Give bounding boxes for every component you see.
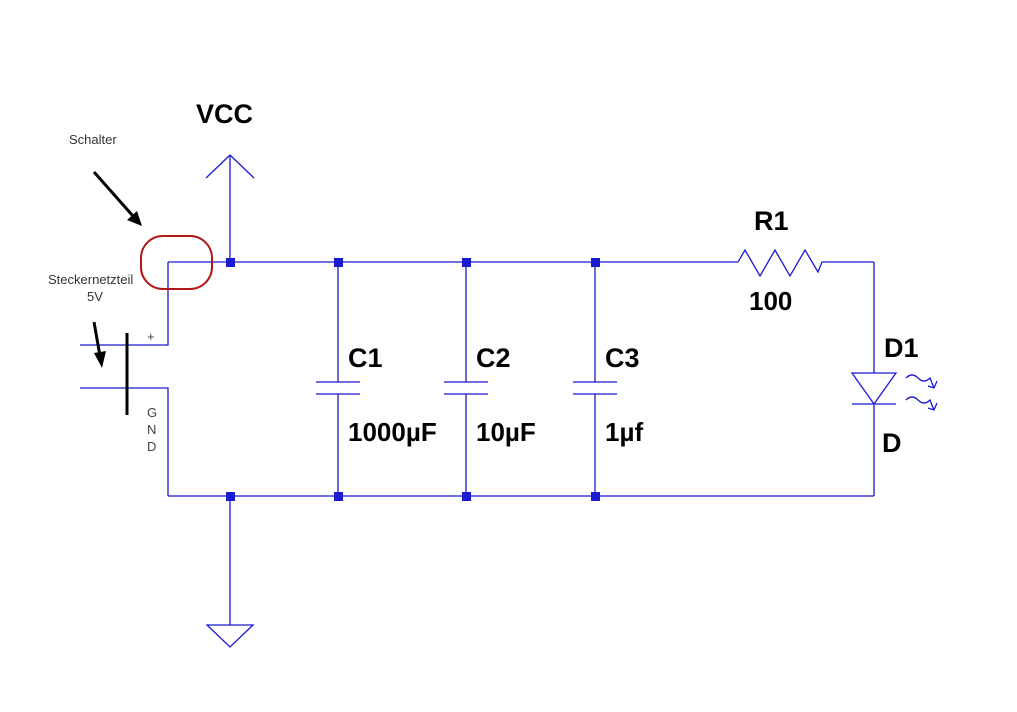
arrow-icon [92, 171, 142, 226]
junction-dots [226, 258, 600, 501]
psu-plus-label: + [147, 329, 155, 344]
psu-name: Steckernetzteil [48, 272, 133, 287]
junction-dot [462, 258, 471, 267]
c2-value: 10µF [476, 417, 536, 447]
capacitor-icon [573, 262, 617, 496]
psu-voltage: 5V [87, 289, 103, 304]
gnd-letter-d: D [147, 439, 156, 454]
vcc-arrow-icon [205, 154, 255, 262]
vcc-label: VCC [196, 99, 253, 129]
gnd-letter-n: N [147, 422, 156, 437]
c3-ref: C3 [605, 343, 640, 373]
resistor-icon [737, 248, 874, 278]
c1-ref: C1 [348, 343, 383, 373]
c3-value: 1µf [605, 417, 643, 447]
capacitor-icon [316, 262, 360, 496]
junction-dot [334, 492, 343, 501]
r1-ref: R1 [754, 206, 789, 236]
junction-dot [462, 492, 471, 501]
switch-highlight [140, 235, 213, 290]
gnd-letter-g: G [147, 405, 157, 420]
junction-dot [334, 258, 343, 267]
d1-ref: D1 [884, 333, 919, 363]
junction-dot [226, 258, 235, 267]
junction-dot [591, 258, 600, 267]
c1-value: 1000µF [348, 417, 437, 447]
arrow-icon [92, 321, 106, 368]
r1-value: 100 [749, 286, 792, 316]
led-icon [850, 262, 938, 496]
psu-gnd-wire [80, 387, 169, 496]
d1-value: D [882, 428, 902, 458]
ground-icon [205, 496, 255, 648]
switch-note: Schalter [69, 132, 117, 147]
c2-ref: C2 [476, 343, 511, 373]
capacitor-icon [444, 262, 488, 496]
junction-dot [591, 492, 600, 501]
junction-dot [226, 492, 235, 501]
